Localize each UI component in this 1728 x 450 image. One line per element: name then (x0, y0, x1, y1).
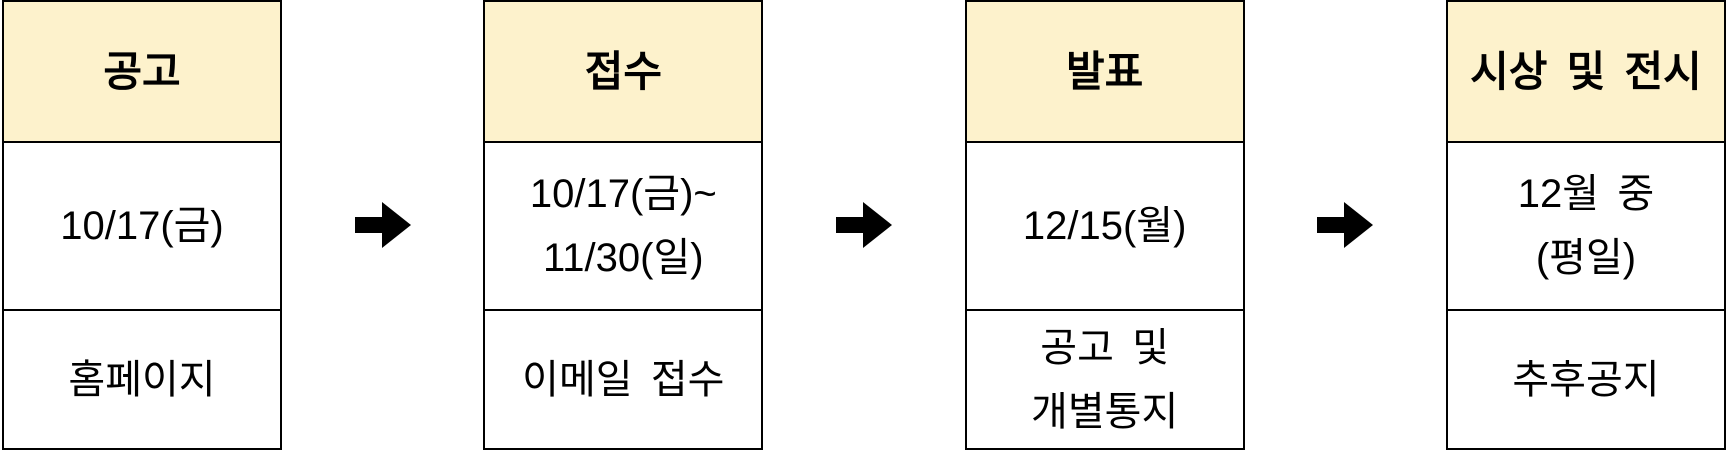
step-method: 추후공지 (1448, 311, 1724, 448)
step-method-line: 개별통지 (1031, 389, 1179, 434)
step-method-line: 추후공지 (1512, 357, 1660, 402)
step-method-line: 이메일 접수 (522, 357, 725, 402)
step-method: 공고 및 개별통지 (967, 311, 1243, 448)
step-period: 12/15(월) (966, 143, 1243, 311)
step-period-line: 11/30(일) (543, 236, 704, 280)
arrow-spacer (1245, 0, 1446, 450)
step-method: 이메일 접수 (485, 311, 761, 448)
step-title: 접수 (485, 2, 762, 143)
step-title-label: 발표 (1066, 47, 1144, 95)
step-title-label: 접수 (584, 47, 662, 95)
flow-step-submission: 접수 10/17(금)~ 11/30(일) 이메일 접수 (483, 0, 764, 450)
step-method-line: 홈페이지 (68, 357, 216, 402)
step-period-line: 12/15(월) (1022, 204, 1187, 248)
right-arrow-icon (1317, 202, 1374, 248)
flow-step-results: 발표 12/15(월) 공고 및 개별통지 (964, 0, 1245, 450)
step-period-line: (평일) (1535, 236, 1637, 280)
step-method-line: 공고 및 (1040, 325, 1170, 370)
step-title-label: 시상 및 전시 (1470, 47, 1702, 95)
step-period-line: 10/17(금) (60, 204, 224, 248)
right-arrow-icon (835, 202, 892, 248)
step-title: 시상 및 전시 (1447, 2, 1724, 143)
step-period-line: 12월 중 (1517, 172, 1655, 216)
step-period: 10/17(금) (4, 143, 280, 311)
step-period-line: 10/17(금)~ (529, 172, 717, 216)
flow-step-award-exhibition: 시상 및 전시 12월 중 (평일) 추후공지 (1445, 0, 1726, 450)
step-period: 12월 중 (평일) (1447, 143, 1724, 311)
flow-step-announcement: 공고 10/17(금) 홈페이지 (2, 0, 282, 450)
step-title: 발표 (966, 2, 1243, 143)
right-arrow-icon (354, 202, 411, 248)
step-title-label: 공고 (103, 47, 181, 95)
arrow-spacer (282, 0, 483, 450)
arrow-spacer (763, 0, 964, 450)
step-title: 공고 (4, 2, 280, 143)
step-method: 홈페이지 (4, 311, 280, 448)
step-period: 10/17(금)~ 11/30(일) (485, 143, 762, 311)
